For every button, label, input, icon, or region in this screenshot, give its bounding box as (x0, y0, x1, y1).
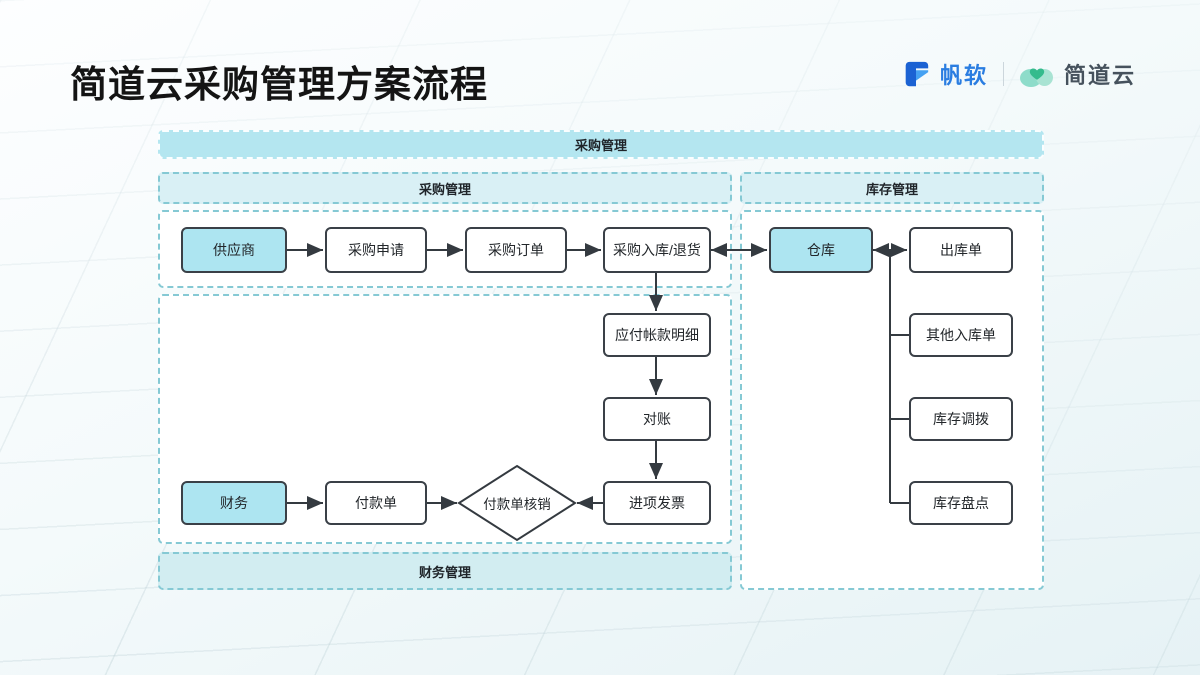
node-warehouse-label: 仓库 (807, 242, 835, 258)
node-outbound-order-label: 出库单 (940, 242, 982, 258)
node-reconciliation-label: 对账 (643, 411, 671, 427)
node-inventory-transfer-label: 库存调拨 (933, 411, 989, 427)
section-procurement-label: 采购管理 (418, 181, 471, 197)
node-input-invoice: 进项发票 (603, 481, 711, 525)
banner-procurement-label: 采购管理 (574, 138, 627, 153)
node-purchase-order-label: 采购订单 (488, 242, 544, 258)
node-finance-label: 财务 (220, 495, 248, 511)
fanruan-logo-text: 帆软 (939, 63, 988, 88)
section-header-procurement: 采购管理 (158, 172, 732, 204)
node-inventory-count-label: 库存盘点 (933, 495, 989, 511)
node-reconciliation: 对账 (603, 397, 711, 441)
brand-logos: 帆软 简道云 (901, 58, 1136, 90)
jiandaoyun-logo-icon (1019, 60, 1055, 88)
page-title: 简道云采购管理方案流程 (70, 64, 488, 105)
node-other-inbound-order-label: 其他入库单 (926, 327, 996, 343)
section-header-inventory: 库存管理 (740, 172, 1044, 204)
banner-finance-management: 财务管理 (158, 552, 732, 590)
node-inventory-count: 库存盘点 (909, 481, 1013, 525)
fanruan-logo-icon (901, 59, 931, 89)
section-inventory-label: 库存管理 (865, 181, 918, 197)
node-accounts-payable-detail-label: 应付帐款明细 (615, 327, 699, 343)
jiandaoyun-logo-text: 简道云 (1063, 63, 1136, 88)
node-inventory-transfer: 库存调拨 (909, 397, 1013, 441)
node-payment-verification: 付款单核销 (459, 466, 575, 540)
banner-procurement-management: 采购管理 (158, 130, 1044, 159)
node-warehouse: 仓库 (769, 227, 873, 273)
node-input-invoice-label: 进项发票 (629, 495, 685, 511)
node-payment-order: 付款单 (325, 481, 427, 525)
logo-divider (1002, 62, 1004, 86)
banner-finance-label: 财务管理 (418, 564, 471, 580)
node-accounts-payable-detail: 应付帐款明细 (603, 313, 711, 357)
node-purchase-request: 采购申请 (325, 227, 427, 273)
node-purchase-request-label: 采购申请 (348, 242, 404, 258)
node-supplier: 供应商 (181, 227, 287, 273)
node-payment-verification-label: 付款单核销 (483, 497, 551, 512)
node-purchase-order: 采购订单 (465, 227, 567, 273)
node-outbound-order: 出库单 (909, 227, 1013, 273)
node-payment-order-label: 付款单 (355, 495, 397, 511)
node-supplier-label: 供应商 (213, 242, 255, 258)
node-purchase-inbound-return-label: 采购入库/退货 (613, 242, 701, 258)
node-other-inbound-order: 其他入库单 (909, 313, 1013, 357)
node-purchase-inbound-return: 采购入库/退货 (603, 227, 711, 273)
node-finance: 财务 (181, 481, 287, 525)
